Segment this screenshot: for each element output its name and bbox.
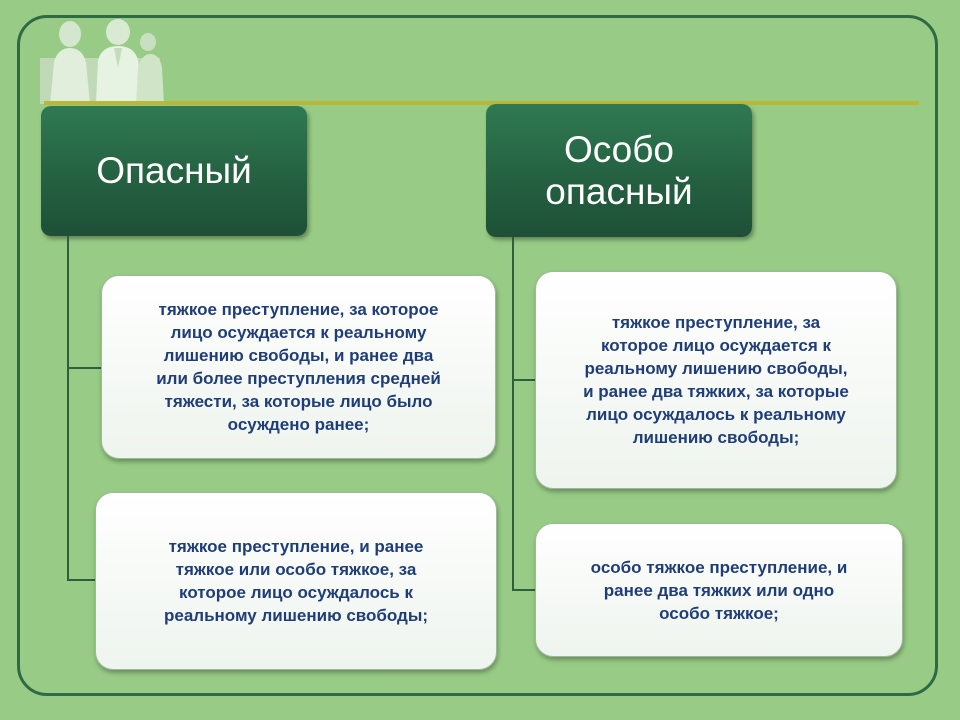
slide-frame: [17, 15, 938, 696]
business-people-silhouette-icon: [40, 19, 164, 104]
connector-right-branch-2: [512, 589, 535, 591]
connector-left-branch-2: [67, 579, 96, 581]
right-item-box: тяжкое преступление, за которое лицо осу…: [535, 271, 897, 489]
left-item-text: тяжкое преступление, за которое лицо осу…: [156, 300, 441, 434]
right-item-box: особо тяжкое преступление, и ранее два т…: [535, 523, 903, 657]
left-item-text: тяжкое преступление, и ранее тяжкое или …: [163, 537, 429, 625]
connector-right-vertical: [512, 237, 514, 591]
connector-right-branch-1: [512, 379, 535, 381]
header-dangerous: Опасный: [41, 106, 307, 236]
connector-left-vertical: [67, 236, 69, 581]
left-item-box: тяжкое преступление, и ранее тяжкое или …: [95, 492, 497, 670]
right-item-text: тяжкое преступление, за которое лицо осу…: [583, 313, 849, 447]
connector-left-branch-1: [67, 367, 102, 369]
accent-line: [44, 101, 919, 105]
left-item-box: тяжкое преступление, за которое лицо осу…: [101, 275, 496, 459]
header-especially-dangerous: Особо опасный: [486, 104, 752, 237]
right-item-text: особо тяжкое преступление, и ранее два т…: [590, 557, 848, 623]
